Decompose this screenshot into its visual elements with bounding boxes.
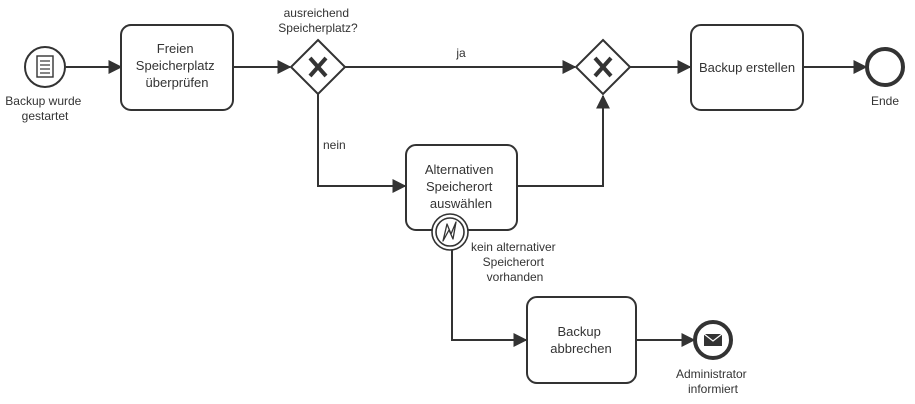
svg-text:Backup abbrechen: Backup abbrechen [550, 324, 611, 356]
task-abort-backup[interactable]: Backup abbrechen [526, 296, 637, 384]
gateway-merge[interactable] [574, 38, 632, 96]
end-event-label: Ende [871, 94, 899, 108]
end-event[interactable] [865, 47, 905, 87]
boundary-error-label: kein alternativer Speicherort vorhanden [471, 240, 559, 284]
envelope-icon [703, 333, 723, 346]
gateway-split[interactable] [289, 38, 347, 96]
flow-no[interactable] [317, 94, 407, 193]
x-icon [308, 56, 328, 78]
svg-text:Alternativen Speicherort: Alternativen Speicherort auswählen [425, 162, 497, 211]
message-end-label: Administrator informiert [676, 367, 750, 396]
flow-alt-to-merge[interactable] [517, 94, 610, 187]
boundary-error-event[interactable] [431, 213, 469, 251]
task-choose-alternative[interactable]: Alternativen Speicherort auswählen [405, 144, 518, 231]
task-check-space[interactable]: Freien Speicherplatz überprüfen [120, 24, 234, 111]
lightning-icon [442, 221, 457, 242]
flow-no-label: nein [323, 138, 346, 152]
start-event-label: Backup wurde gestartet [5, 94, 84, 123]
flow-error-to-abort[interactable] [451, 250, 528, 347]
svg-text:Backup erstellen: Backup erstellen [699, 60, 795, 75]
message-end-event[interactable] [693, 320, 733, 360]
svg-text:Freien Speicherplatz: Freien Speicherplatz überprüfen [136, 41, 218, 90]
flow-yes-label: ja [455, 46, 466, 60]
document-icon [36, 55, 54, 78]
gateway-split-label: ausreichend Speicherplatz? [278, 6, 358, 35]
start-event[interactable] [24, 46, 66, 88]
x-icon [593, 56, 613, 78]
task-create-backup[interactable]: Backup erstellen [690, 24, 804, 111]
